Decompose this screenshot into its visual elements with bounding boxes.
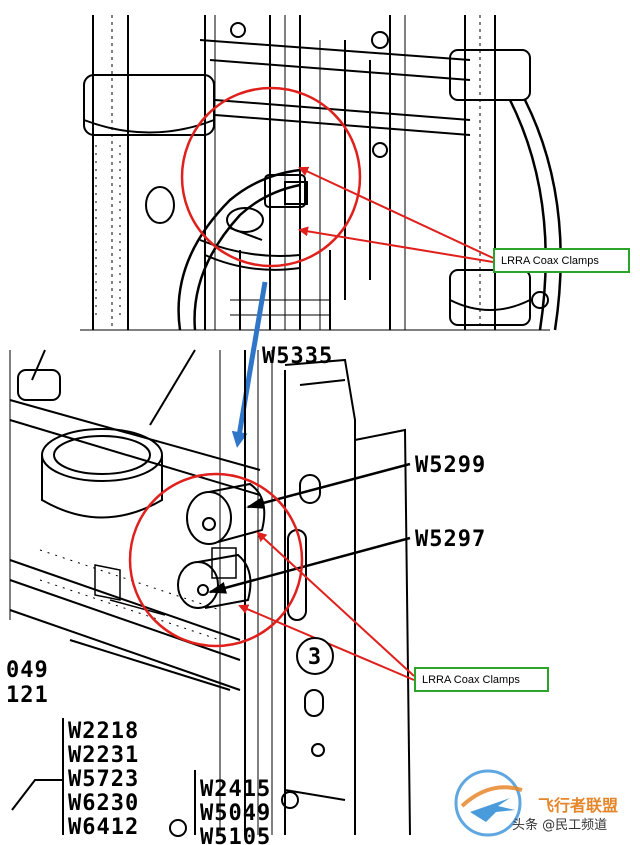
wire-list-item: W2231: [68, 743, 139, 768]
callout-text: LRRA Coax Clamps: [422, 673, 520, 686]
index-number-circle: [296, 637, 334, 675]
callout-box-top: LRRA Coax Clamps: [493, 248, 630, 273]
label-w5297: W5297: [415, 527, 486, 552]
callout-leader-line: [298, 166, 494, 259]
label-w5335: W5335: [262, 344, 333, 369]
w5297-pointer-arrow: [208, 536, 411, 594]
wire-list-item: W6412: [68, 815, 139, 840]
highlight-circle-top: [180, 86, 362, 268]
w5299-pointer-arrow: [246, 462, 411, 509]
label-w2415: W2415: [200, 777, 271, 802]
callout-box-bottom: LRRA Coax Clamps: [414, 667, 549, 692]
callout-text: LRRA Coax Clamps: [501, 254, 599, 267]
watermark-handle: 头条 @民工频道: [512, 818, 608, 833]
label-w5049: W5049: [200, 801, 271, 826]
label-121: 121: [6, 683, 49, 708]
label-w5299: W5299: [415, 453, 486, 478]
wire-list-item: W5723: [68, 767, 139, 792]
watermark-logo-text: 飞行者联盟: [538, 796, 619, 815]
label-049: 049: [6, 658, 49, 683]
wire-list-item: W2218: [68, 719, 139, 744]
detail-pointer-arrow: [231, 281, 268, 448]
label-w5105: W5105: [200, 825, 271, 845]
wire-list: W2218 W2231 W5723 W6230 W6412: [68, 719, 139, 840]
wire-list-item: W6230: [68, 791, 139, 816]
watermark-logo: [454, 769, 523, 837]
highlight-circle-bottom: [128, 472, 304, 648]
callout-leader-line: [298, 226, 494, 263]
top-detail-drawing: [80, 15, 562, 331]
index-number: 3: [308, 645, 322, 670]
airplane-icon: [470, 798, 515, 822]
bottom-detail-drawing: [9, 349, 411, 837]
callout-leader-line: [256, 531, 415, 677]
